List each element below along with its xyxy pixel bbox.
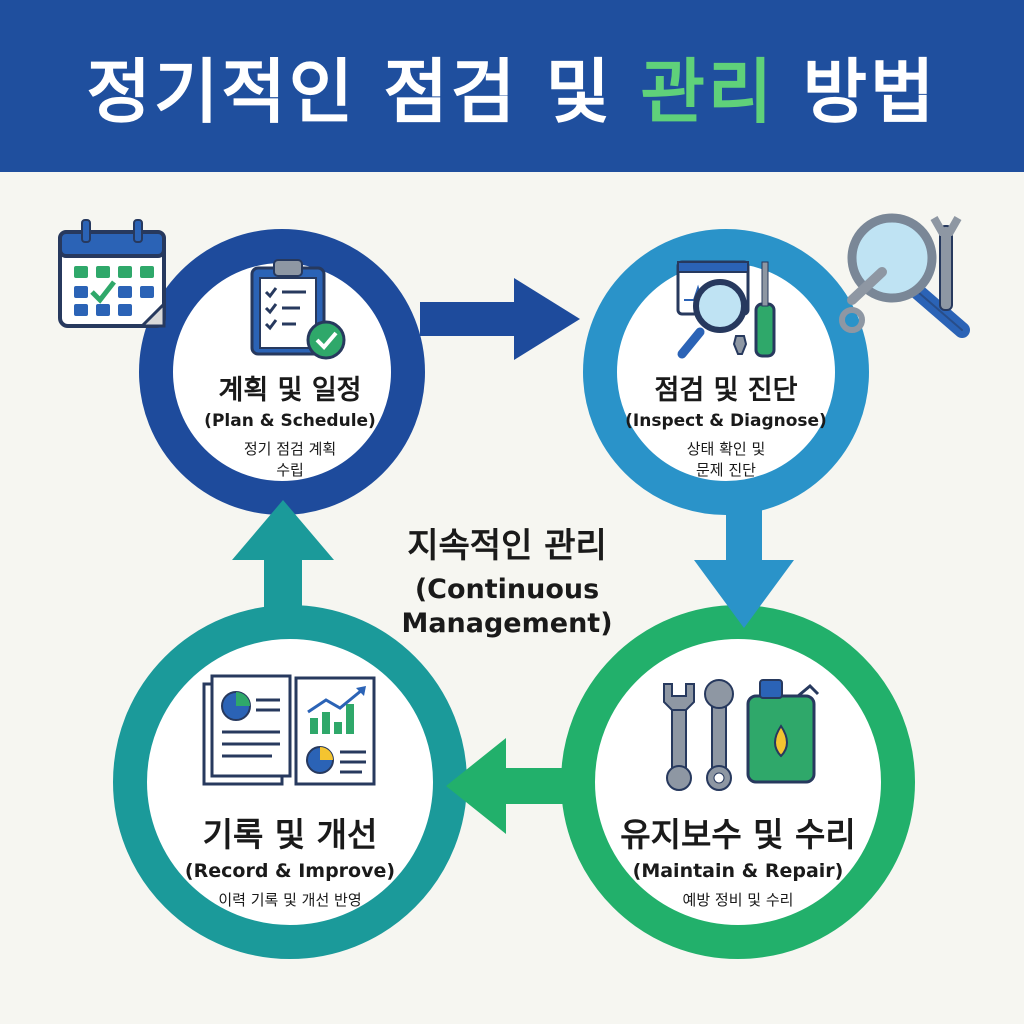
- title-text-end: 방법: [775, 50, 938, 133]
- magnifier-wrench-icon: [839, 213, 970, 338]
- title-banner: 정기적인 점검 및 관리 방법: [0, 0, 1024, 172]
- center-label-en-line2: Management): [401, 608, 613, 639]
- report-chart-icon: [202, 674, 376, 786]
- step-maintain-title: 유지보수 및 수리: [620, 815, 856, 854]
- step-record-title: 기록 및 개선: [202, 815, 378, 854]
- center-label-en-line1: (Continuous: [414, 574, 600, 605]
- arrow-plan-to-inspect: [420, 278, 580, 360]
- step-maintain-subtitle: (Maintain & Repair): [632, 860, 844, 882]
- step-plan: 계획 및 일정 (Plan & Schedule) 정기 점검 계획 수립: [204, 368, 376, 481]
- wrench-oil-icon: [663, 679, 820, 791]
- step-inspect-desc-line1: 상태 확인 및: [686, 440, 766, 458]
- step-inspect: 점검 및 진단 (Inspect & Diagnose) 상태 확인 및 문제 …: [625, 368, 827, 481]
- arrow-inspect-to-maintain: [694, 498, 794, 628]
- step-plan-title: 계획 및 일정: [218, 375, 362, 406]
- step-maintain-description: 예방 정비 및 수리: [682, 891, 794, 909]
- step-plan-subtitle: (Plan & Schedule): [204, 411, 376, 431]
- step-inspect-desc-line2: 문제 진단: [696, 461, 756, 479]
- title-text: 정기적인 점검 및: [86, 50, 641, 133]
- magnifier-screwdriver-icon: [676, 260, 776, 359]
- plan-ring: [139, 229, 425, 515]
- calendar-icon: [58, 219, 166, 328]
- step-record: 기록 및 개선 (Record & Improve) 이력 기록 및 개선 반영: [185, 808, 395, 911]
- step-record-subtitle: (Record & Improve): [184, 860, 396, 882]
- step-record-description: 이력 기록 및 개선 반영: [218, 891, 362, 909]
- page-title: 정기적인 점검 및 관리 방법: [87, 36, 938, 137]
- step-plan-desc-line1: 정기 점검 계획: [243, 440, 337, 458]
- arrow-record-to-plan: [232, 500, 334, 626]
- arrow-maintain-to-record: [446, 738, 582, 834]
- center-label-subtitle: (Continuous Management): [401, 573, 612, 641]
- step-inspect-subtitle: (Inspect & Diagnose): [625, 411, 827, 431]
- step-plan-desc-line2: 수립: [276, 461, 304, 479]
- step-plan-description: 정기 점검 계획 수립: [204, 439, 376, 481]
- title-highlight: 관리: [640, 50, 776, 133]
- center-label-title: 지속적인 관리: [407, 526, 607, 566]
- center-label: 지속적인 관리 (Continuous Management): [401, 518, 612, 641]
- step-inspect-description: 상태 확인 및 문제 진단: [625, 439, 827, 481]
- step-inspect-title: 점검 및 진단: [654, 375, 798, 406]
- clipboard-check-icon: [250, 259, 346, 360]
- step-maintain: 유지보수 및 수리 (Maintain & Repair) 예방 정비 및 수리: [620, 808, 856, 911]
